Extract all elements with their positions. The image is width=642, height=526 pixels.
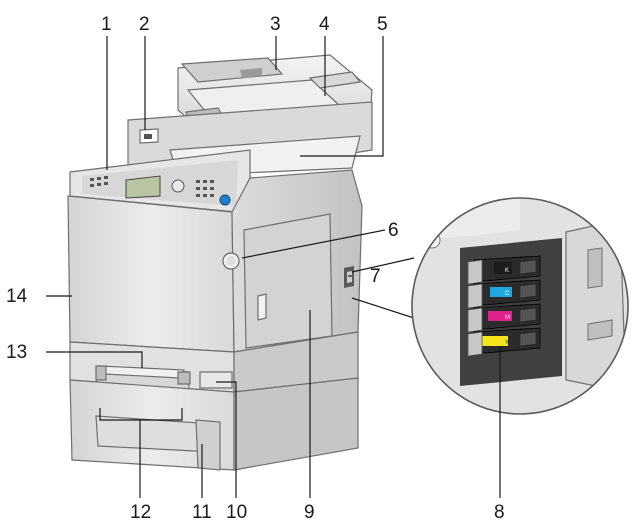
callout-2: 2: [139, 14, 150, 35]
callout-14: 14: [6, 286, 28, 307]
callout-numbers: 1 2 3 4 5 6 7 8 9 10 11 12 13 14: [6, 14, 505, 523]
cartridge-label-c: C: [505, 291, 510, 297]
optional-feeder: [69, 377, 359, 471]
callout-8: 8: [494, 502, 505, 523]
callout-10: 10: [226, 502, 247, 523]
printer-illustration: [67, 54, 373, 471]
callout-7: 7: [370, 266, 381, 287]
operator-panel: [69, 149, 251, 213]
cartridge-label-k: K: [505, 268, 509, 274]
callout-1: 1: [101, 14, 112, 35]
callout-5: 5: [377, 14, 388, 35]
magnified-view: K C M Y: [351, 197, 629, 415]
cartridge-label-y: Y: [505, 340, 509, 346]
callout-13: 13: [6, 342, 27, 363]
callout-12: 12: [130, 502, 151, 523]
callout-9: 9: [304, 502, 315, 523]
callout-4: 4: [319, 14, 330, 35]
cartridge-label-m: M: [505, 315, 510, 321]
callout-3: 3: [270, 14, 281, 35]
callout-6: 6: [388, 220, 399, 241]
callout-leaders: [46, 36, 501, 498]
callout-11: 11: [192, 502, 212, 523]
